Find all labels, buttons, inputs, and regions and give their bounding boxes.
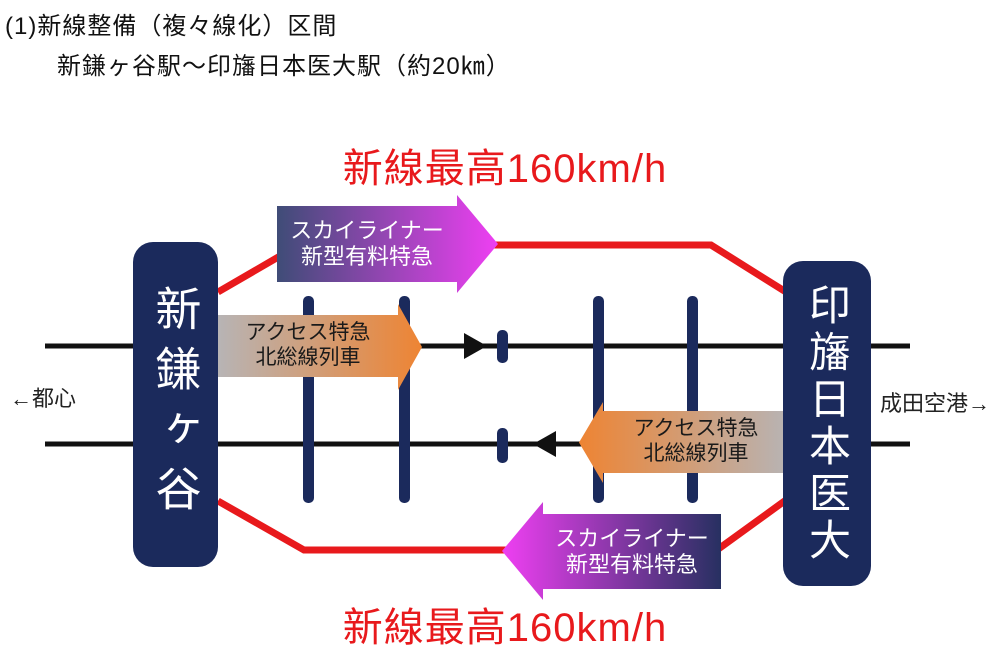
- station-box-shin-kamagaya: 新鎌ヶ谷: [133, 242, 218, 567]
- title-line-2: 新鎌ヶ谷駅～印旛日本医大駅（約20㎞）: [57, 53, 511, 80]
- title-line-1: (1)新線整備（複々線化）区間: [5, 13, 338, 40]
- rail-arrowhead-east: [464, 333, 487, 359]
- skyliner-east-label-line2: 新型有料特急: [300, 244, 433, 269]
- station-name-right: 印旛日本医大: [803, 282, 851, 565]
- speed-label-bottom: 新線最高160km/h: [342, 606, 668, 650]
- direction-label-city: ←都心: [10, 386, 77, 411]
- station-box-inba-nihon-idai: 印旛日本医大: [783, 261, 871, 586]
- left-arrow-icon: [502, 502, 721, 600]
- right-arrow-icon: [277, 195, 498, 293]
- access-east-label-line1: アクセス特急: [245, 321, 371, 345]
- left-arrow-icon: [579, 402, 789, 483]
- new-line-top: [216, 241, 788, 296]
- access-west-label-line2: 北総線列車: [643, 442, 749, 465]
- access-east-label-line2: 北総線列車: [255, 346, 361, 369]
- station-tick-short: [497, 428, 508, 463]
- skyliner-west-label-line1: スカイライナー: [555, 525, 709, 551]
- station-tick-short: [497, 330, 508, 363]
- direction-label-narita-airport: 成田空港→: [880, 391, 991, 416]
- skyliner-westbound-arrow: スカイライナー 新型有料特急: [502, 502, 721, 600]
- skyliner-east-label-line1: スカイライナー: [290, 218, 444, 244]
- speed-label-top: 新線最高160km/h: [342, 147, 668, 191]
- access-express-eastbound-arrow: アクセス特急 北総線列車: [218, 304, 422, 390]
- rail-arrowhead-west: [533, 431, 556, 457]
- access-west-label-line1: アクセス特急: [633, 417, 759, 441]
- station-name-left: 新鎌ヶ谷: [149, 284, 202, 525]
- skyliner-west-label-line2: 新型有料特急: [565, 551, 698, 577]
- skyliner-eastbound-arrow: スカイライナー 新型有料特急: [277, 195, 498, 293]
- access-express-westbound-arrow: アクセス特急 北総線列車: [579, 402, 789, 483]
- right-arrow-icon: [218, 304, 422, 390]
